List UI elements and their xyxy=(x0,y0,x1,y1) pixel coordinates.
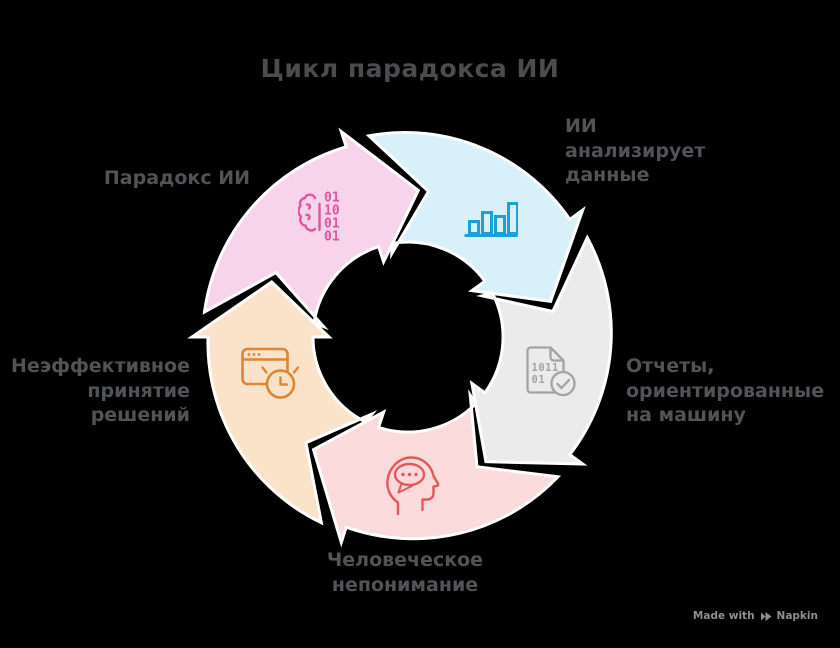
label-human-misunderstanding: Человеческое непонимание xyxy=(326,549,484,596)
label-ai-paradox: Парадокс ИИ xyxy=(103,167,250,189)
watermark-made-with: Made with xyxy=(692,610,755,622)
brain-binary-icon: 01 10 01 01 xyxy=(298,189,348,245)
segment-machine-reports xyxy=(469,234,613,466)
label-ai-analyzes-data: ИИ анализирует данные xyxy=(565,115,706,187)
binary-text: 01 xyxy=(324,191,340,206)
segment-human-misunderstanding xyxy=(311,389,562,548)
napkin-pen-icon xyxy=(760,611,772,621)
label-machine-reports: Отчеты, ориентированные на машину xyxy=(626,355,825,427)
napkin-watermark: Made with Napkin xyxy=(693,610,818,622)
binary-text: 01 xyxy=(532,374,546,386)
label-ineffective-decisions: Неэффективное принятие решений xyxy=(11,355,190,427)
watermark-brand: Napkin xyxy=(776,610,818,622)
bar-chart-icon xyxy=(464,196,518,238)
segment-ai-analyzes-data xyxy=(365,131,586,304)
binary-text: 01 xyxy=(324,217,340,232)
segment-ai-paradox xyxy=(202,127,421,331)
binary-text: 10 xyxy=(324,204,340,219)
segment-ineffective-decisions xyxy=(187,279,378,526)
page-title: Цикл парадокса ИИ xyxy=(260,54,560,83)
binary-text: 1011 xyxy=(532,362,559,374)
binary-text: 01 xyxy=(324,230,340,245)
document-check-icon: 1011 01 xyxy=(520,344,578,398)
head-speech-icon xyxy=(385,453,441,515)
window-clock-icon xyxy=(240,342,302,402)
